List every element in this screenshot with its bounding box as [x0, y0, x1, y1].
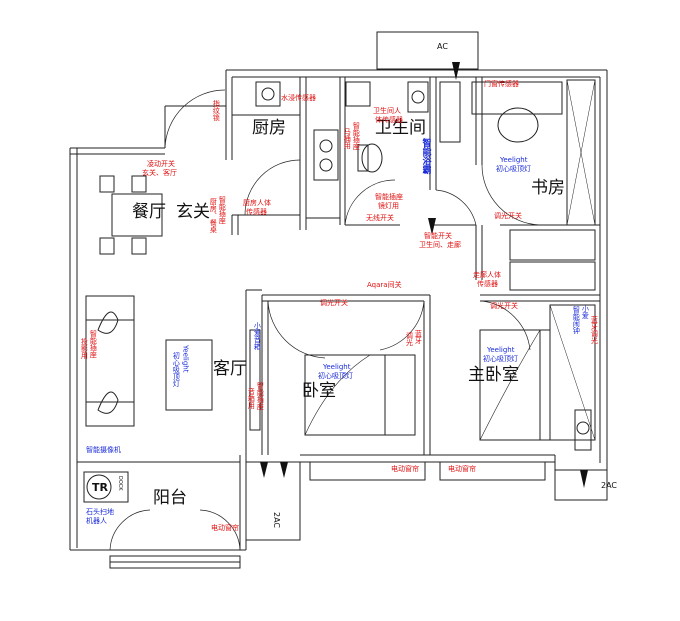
room-study: 书房 [531, 178, 565, 198]
curtain-master-label: 电动窗帘 [448, 465, 476, 473]
smart-switch-label-1: 智能开关 [424, 232, 452, 240]
robot-label-1: 石头扫地 [86, 508, 114, 516]
robot-label-2: 机器人 [86, 517, 107, 525]
door-window-sensor-label: 门窗传感器 [484, 80, 519, 88]
balcony-ac-box [245, 461, 301, 541]
master-light-label-2: 初心吸顶灯 [483, 355, 518, 363]
hall-sensor-label-1: 走廊人体 [473, 271, 501, 279]
robot-dock-label: DOCK [117, 476, 123, 491]
wireless-switch-label: 无线开关 [366, 214, 394, 222]
kitchen-sensor-label-2: 传感器 [246, 208, 267, 216]
bath-sensor-label-1: 卫生间人 [373, 107, 401, 115]
top-ac-box [376, 31, 479, 70]
water-sensor-label: 水浸传感器 [281, 94, 316, 102]
camera-label: 智能摄像机 [86, 446, 121, 454]
wall-marker-top [452, 62, 460, 80]
curtain-bedroom-label: 电动窗帘 [391, 465, 419, 473]
mirror-outlet-label-1: 智能插座 [375, 193, 403, 201]
audio-outlet-label-2: 音箱用 [247, 388, 256, 409]
study-light-label-1: Yeelight [500, 156, 528, 164]
toilet-outlet-label: 智能插座 [352, 122, 361, 150]
living-light-label-1: Yeelight [181, 345, 190, 373]
wall-marker-balcony-right [280, 462, 288, 478]
wall-marker-ac [580, 470, 588, 488]
curtain-balcony-label: 电动窗帘 [211, 524, 239, 532]
aqara-switch-label: Aqara间关 [367, 281, 402, 289]
master-dimmer-label: 调光开关 [490, 302, 518, 310]
bedroom-dimmer-label: 调光开关 [320, 299, 348, 307]
room-kitchen: 厨房 [252, 118, 286, 138]
projector-outlet-label-1: 智能插座 [89, 330, 98, 358]
kitchen-sensor-label-1: 厨房人体 [243, 199, 271, 207]
wave-switch-label-1: 凌动开关 [147, 160, 175, 168]
xiaoai-speaker-label: 小爱音箱 [253, 322, 262, 350]
bedroom-light-label-2: 初心吸顶灯 [318, 372, 353, 380]
bt-dimmer-master-label: 蓝牙调光 [590, 316, 599, 344]
study-light-label-2: 初心吸顶灯 [496, 165, 531, 173]
xiaoai-clock-label-2: 智能闹钟 [572, 306, 581, 334]
master-light-label-1: Yeelight [487, 346, 515, 354]
wall-marker-door [428, 218, 436, 235]
wave-switch-label-2: 玄关、客厅 [142, 169, 177, 177]
fingerprint-lock-label: 指纹锁 [212, 100, 221, 121]
audio-outlet-label-1: 智能插座 [256, 382, 265, 410]
wall-marker-balcony-left [260, 462, 268, 478]
room-balcony: 阳台 [153, 488, 187, 508]
study-dimmer-label: 调光开关 [494, 212, 522, 220]
robot-mark: TR [92, 481, 108, 494]
bedroom-light-label-1: Yeelight [323, 363, 351, 371]
room-bathroom: 卫生间 [375, 118, 426, 138]
ac-master-label: 2AC [601, 481, 618, 490]
smart-switch-label-2: 卫生间、走廊 [419, 241, 461, 249]
room-living: 客厅 [213, 359, 247, 379]
ac-balcony-label: 2AC [272, 512, 281, 529]
living-light-label-2: 初心吸顶灯 [172, 352, 181, 387]
toilet-outlet-use-label: 马桶用 [343, 128, 352, 149]
smart-bath-heater-label: 智能浴霸 [420, 138, 431, 174]
bt-dimmer-label-a: 蓝牙 [414, 330, 423, 344]
room-dining: 餐厅 [132, 202, 166, 222]
kitchen-dining-label: 厨房、餐桌 [209, 198, 218, 233]
room-bedroom: 卧室 [302, 381, 336, 401]
hall-sensor-label-2: 传感器 [477, 280, 498, 288]
room-entry: 玄关 [176, 202, 210, 222]
bath-sensor-label-2: 体传感器 [375, 116, 403, 124]
mirror-outlet-label-2: 镜灯用 [378, 202, 399, 210]
ac-top-label: AC [437, 42, 448, 51]
dining-outlet-label: 智能插座 [218, 196, 227, 224]
room-master: 主卧室 [468, 365, 519, 385]
bt-dimmer-label-b: 调光 [405, 332, 414, 346]
xiaoai-clock-label-1: 小爱 [581, 305, 590, 319]
projector-outlet-label-2: 投影用 [80, 338, 89, 359]
